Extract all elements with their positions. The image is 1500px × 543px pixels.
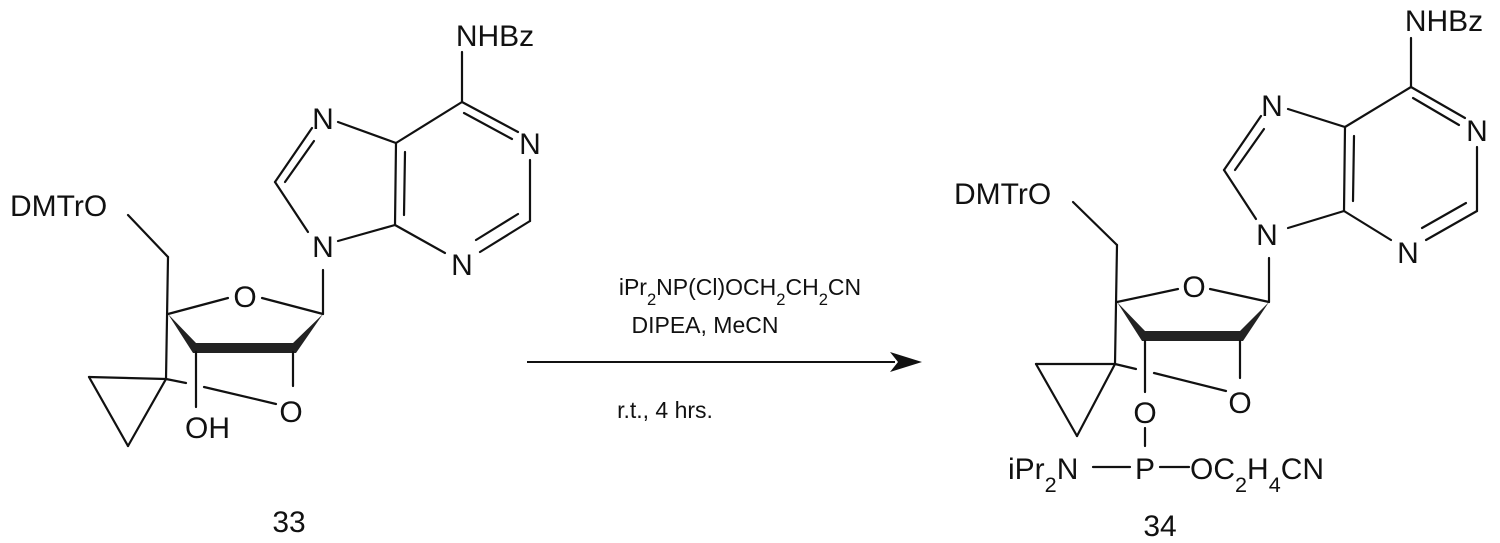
cyanoethoxy-label: OC2H4CN	[1190, 453, 1324, 497]
bridge-oxygen-label: O	[1228, 387, 1251, 420]
n3-label: N	[1397, 237, 1419, 270]
n9-label: N	[1256, 219, 1278, 252]
conditions-label: r.t., 4 hrs.	[617, 397, 713, 423]
compound-33: NHBz N N N N O DMTrO O OH 33	[10, 20, 541, 539]
compound-34: NHBz N N N N O DMTrO O O P iPr2N OC2H4CN…	[954, 5, 1488, 543]
phosphite-oxygen-label: O	[1133, 397, 1156, 430]
n7-label: N	[312, 103, 334, 136]
n3-label: N	[451, 249, 473, 282]
hydroxyl-label: OH	[185, 412, 230, 445]
bridge-oxygen-label: O	[279, 396, 302, 429]
nhbz-label: NHBz	[1405, 5, 1483, 38]
phosphorus-label: P	[1135, 453, 1155, 486]
reaction-conditions: iPr2NP(Cl)OCH2CH2CN DIPEA, MeCN r.t., 4 …	[527, 274, 922, 423]
nhbz-label: NHBz	[456, 20, 534, 53]
ring-oxygen-label: O	[1182, 271, 1205, 304]
reagent-label: iPr2NP(Cl)OCH2CH2CN	[619, 274, 861, 309]
n9-label: N	[312, 231, 334, 264]
compound-34-number: 34	[1143, 510, 1176, 543]
n1-label: N	[1466, 115, 1488, 148]
ring-oxygen-label: O	[233, 281, 256, 314]
base-solvent-label: DIPEA, MeCN	[632, 312, 779, 338]
n1-label: N	[519, 128, 541, 161]
dmtro-label: DMTrO	[954, 178, 1051, 211]
compound-33-number: 33	[272, 506, 305, 539]
dmtro-label: DMTrO	[10, 190, 107, 223]
diisopropylamino-label: iPr2N	[1008, 453, 1078, 497]
n7-label: N	[1261, 90, 1283, 123]
